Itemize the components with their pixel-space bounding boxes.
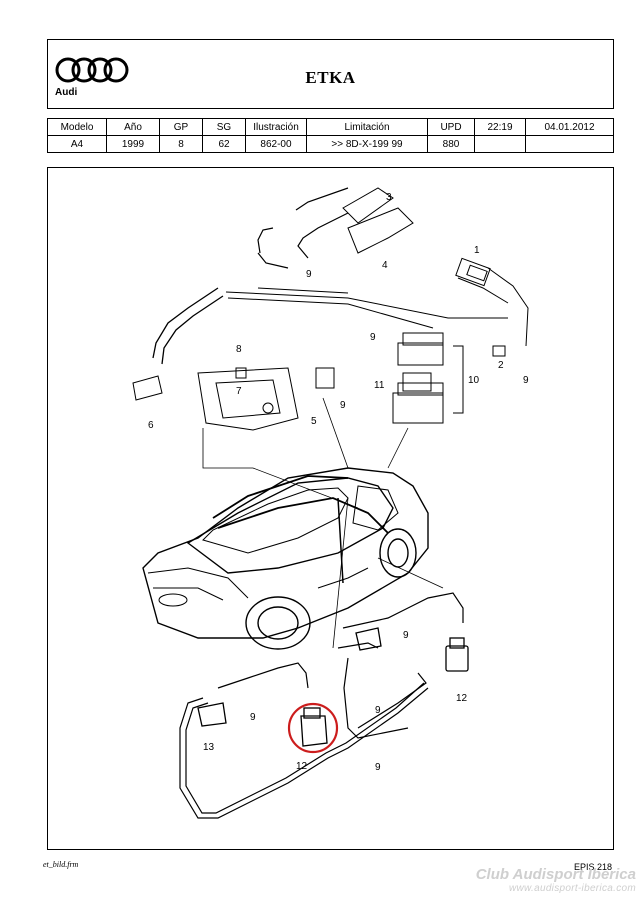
- footer-filename: et_bild.frm: [43, 860, 79, 869]
- parts-illustration: 1 2 3 4 5 6 7 8 9 9 9 9 9 9 9 9 10 11 12…: [132, 187, 529, 819]
- callout-label: 9: [403, 630, 409, 641]
- watermark: Club Audisport Iberica www.audisport-ibe…: [476, 866, 636, 894]
- meta-header-cell: Ilustración: [245, 118, 307, 136]
- meta-value-cell: [474, 135, 526, 153]
- meta-header-cell: GP: [159, 118, 203, 136]
- callout-label: 8: [236, 344, 242, 355]
- page-title: ETKA: [305, 68, 356, 87]
- audi-rings-logo: [55, 57, 129, 83]
- callout-label: 11: [374, 380, 385, 391]
- meta-header-cell: UPD: [427, 118, 475, 136]
- callout-label: 4: [382, 260, 388, 271]
- meta-header-cell: Modelo: [47, 118, 107, 136]
- callout-label: 13: [203, 742, 215, 753]
- illustration-frame: 1 2 3 4 5 6 7 8 9 9 9 9 9 9 9 9 10 11 12…: [47, 167, 614, 850]
- watermark-url: www.audisport-iberica.com: [509, 883, 636, 894]
- meta-value-cell: 62: [202, 135, 246, 153]
- meta-value-row: A4 1999 8 62 862-00 >> 8D-X-199 99 880: [47, 135, 614, 153]
- watermark-title: Club Audisport Iberica: [475, 866, 636, 883]
- meta-value-cell: A4: [47, 135, 107, 153]
- callout-label: 9: [306, 269, 312, 280]
- meta-time-cell: 22:19: [474, 118, 526, 136]
- meta-date-cell: 04.01.2012: [525, 118, 614, 136]
- meta-value-cell: >> 8D-X-199 99: [306, 135, 428, 153]
- meta-value-cell: 880: [427, 135, 475, 153]
- meta-header-row: Modelo Año GP SG Ilustración Limitación …: [47, 118, 614, 136]
- callout-label: 2: [498, 360, 504, 371]
- callout-label: 7: [236, 386, 242, 397]
- meta-header-cell: SG: [202, 118, 246, 136]
- meta-value-cell: [525, 135, 614, 153]
- callout-label: 5: [311, 416, 317, 427]
- callout-label: 12: [456, 693, 468, 704]
- meta-table: Modelo Año GP SG Ilustración Limitación …: [47, 118, 614, 153]
- callout-label: 6: [148, 420, 154, 431]
- callout-label: 12: [296, 761, 308, 772]
- meta-value-cell: 1999: [106, 135, 160, 153]
- footer-code: EPIS 218: [573, 862, 612, 872]
- highlight-circle: [287, 702, 339, 754]
- callout-label: 9: [370, 332, 376, 343]
- callout-label: 9: [523, 375, 529, 386]
- meta-value-cell: 862-00: [245, 135, 307, 153]
- meta-header-cell: Año: [106, 118, 160, 136]
- callout-label: 9: [375, 705, 381, 716]
- callout-label: 9: [340, 400, 346, 411]
- brand-name: Audi: [55, 87, 78, 98]
- callout-label: 9: [250, 712, 256, 723]
- header-box: Audi ETKA: [47, 39, 614, 109]
- callout-label: 1: [474, 245, 480, 256]
- callout-label: 9: [375, 762, 381, 773]
- callout-label: 3: [386, 192, 392, 203]
- meta-value-cell: 8: [159, 135, 203, 153]
- meta-header-cell: Limitación: [306, 118, 428, 136]
- callout-label: 10: [468, 375, 480, 386]
